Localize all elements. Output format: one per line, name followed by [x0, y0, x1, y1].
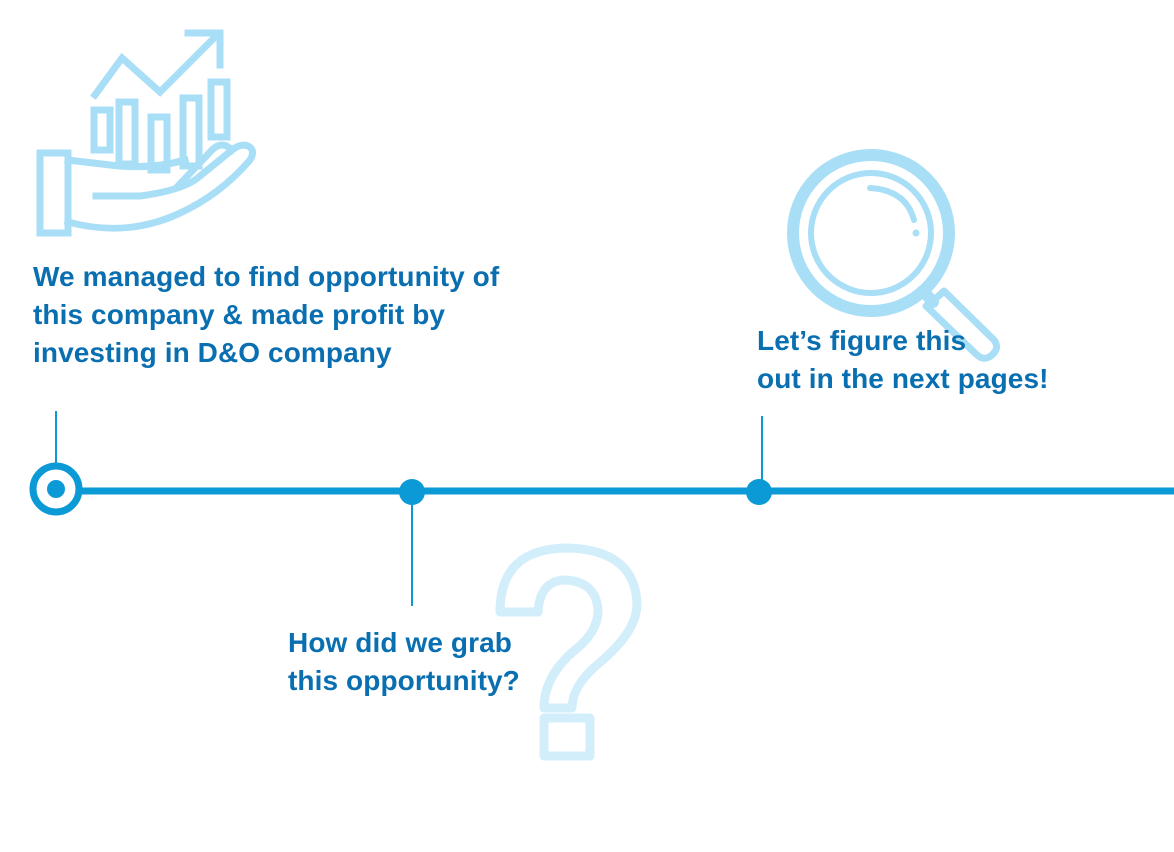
step-1-caption-line: We managed to find opportunity of: [33, 261, 500, 292]
timeline-node-step-3: [746, 479, 772, 505]
step-1-caption-line: investing in D&O company: [33, 337, 392, 368]
question-mark-icon: [495, 543, 642, 761]
step-2-caption-line: How did we grab: [288, 627, 512, 658]
step-3-caption-line: out in the next pages!: [757, 363, 1049, 394]
step-1-caption-line: this company & made profit by: [33, 299, 446, 330]
timeline-node-step-1: [29, 462, 83, 516]
step-2-caption-line: this opportunity?: [288, 665, 520, 696]
timeline-node-step-2: [399, 479, 425, 505]
step-3-caption: Let’s figure this out in the next pages!: [757, 322, 1049, 398]
step-1-caption: We managed to find opportunity of this c…: [33, 258, 499, 372]
step-2-caption: How did we grab this opportunity?: [288, 624, 520, 700]
step-3-caption-line: Let’s figure this: [757, 325, 967, 356]
hand-growth-chart-icon: [36, 29, 257, 237]
magnifying-glass-icon: [787, 149, 1001, 362]
